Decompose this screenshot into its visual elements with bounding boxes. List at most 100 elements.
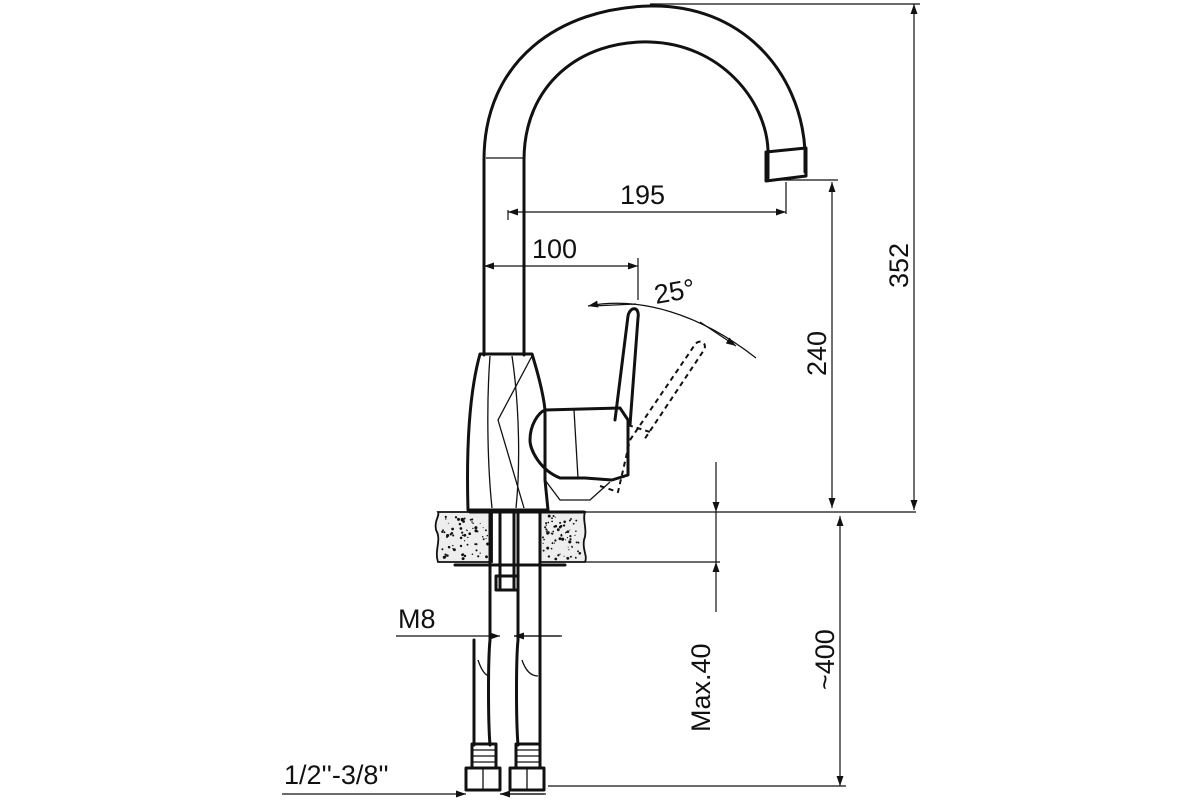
speckle xyxy=(568,540,572,544)
speckle xyxy=(545,530,547,533)
speckle xyxy=(552,530,555,533)
speckle xyxy=(441,548,444,551)
speckle xyxy=(479,522,481,524)
speckle xyxy=(551,517,553,520)
speckle xyxy=(545,528,548,531)
speckle xyxy=(547,514,551,518)
hose-right xyxy=(515,510,542,747)
speckle xyxy=(561,537,565,541)
speckle xyxy=(568,549,570,551)
speckle xyxy=(550,547,553,550)
speckle xyxy=(472,522,474,525)
speckle xyxy=(569,555,572,558)
speckle xyxy=(566,537,569,539)
speckle xyxy=(547,521,550,524)
speckle xyxy=(543,538,545,541)
speckle xyxy=(542,549,545,552)
speckle xyxy=(547,555,551,558)
speckle xyxy=(446,554,449,557)
dim-hose-length-label: ~400 xyxy=(810,629,840,690)
speckle xyxy=(546,531,550,535)
dim-lever-angle: 25° xyxy=(587,273,757,359)
speckle xyxy=(554,557,558,561)
speckle xyxy=(557,554,560,557)
spout xyxy=(482,4,807,357)
speckle xyxy=(461,557,465,561)
speckle xyxy=(563,555,565,557)
countertop-left xyxy=(434,511,493,563)
speckle xyxy=(465,529,467,531)
speckle xyxy=(569,529,571,531)
speckle xyxy=(556,528,560,532)
dim-stud-thread: M8 xyxy=(396,604,562,640)
speckle xyxy=(466,529,468,532)
speckle xyxy=(485,555,488,559)
cartridge-housing xyxy=(528,406,630,482)
speckle xyxy=(479,552,481,554)
speckle xyxy=(451,527,454,531)
speckle xyxy=(474,543,476,545)
speckle xyxy=(463,533,467,537)
speckle xyxy=(546,546,550,550)
speckle xyxy=(463,517,466,520)
lever-handle-rotated xyxy=(629,340,706,441)
speckle xyxy=(570,517,572,520)
speckle xyxy=(459,527,463,530)
speckle xyxy=(575,519,578,522)
speckle xyxy=(452,548,456,552)
speckle xyxy=(467,536,469,539)
speckle xyxy=(444,556,447,558)
speckle xyxy=(552,515,555,517)
speckle xyxy=(460,517,464,521)
speckle xyxy=(553,542,556,544)
dim-max-thickness-label: Max.40 xyxy=(686,643,716,732)
speckle xyxy=(486,542,489,546)
speckle xyxy=(443,531,446,534)
speckle xyxy=(569,534,572,538)
countertop xyxy=(434,510,587,567)
dim-spout-reach: 195 xyxy=(507,180,787,220)
dim-outlet-height-label: 240 xyxy=(802,331,832,376)
speckle xyxy=(554,516,556,518)
speckle xyxy=(447,522,449,524)
speckle xyxy=(452,544,454,547)
speckle xyxy=(565,539,567,541)
speckle xyxy=(461,534,464,537)
speckle xyxy=(459,544,463,548)
speckle xyxy=(457,517,460,521)
speckle xyxy=(475,543,478,546)
hose-left xyxy=(472,510,492,747)
supply-hoses xyxy=(464,510,546,792)
speckle xyxy=(563,520,566,524)
speckle xyxy=(477,555,480,558)
speckle xyxy=(566,556,570,560)
speckle xyxy=(554,539,557,542)
speckle xyxy=(572,522,575,525)
speckle xyxy=(566,530,570,534)
speckle xyxy=(471,521,473,523)
speckle xyxy=(569,538,572,541)
speckle xyxy=(545,524,547,526)
speckle xyxy=(471,518,474,521)
speckle xyxy=(447,545,451,549)
speckle xyxy=(551,542,554,545)
speckle xyxy=(442,529,444,532)
fitting-left xyxy=(464,742,502,792)
speckle xyxy=(474,526,478,530)
dim-hose-length: ~400 xyxy=(548,516,846,787)
speckle xyxy=(482,538,485,541)
dim-spout-reach-label: 195 xyxy=(620,180,665,210)
speckle xyxy=(454,516,458,519)
speckle xyxy=(474,529,478,533)
speckle xyxy=(546,529,548,532)
speckle xyxy=(482,527,484,529)
speckle xyxy=(441,530,444,533)
speckle xyxy=(484,529,487,532)
speckle xyxy=(461,531,464,534)
speckle xyxy=(545,522,548,525)
speckle xyxy=(463,540,466,542)
aerator xyxy=(764,146,808,183)
speckle xyxy=(562,524,566,527)
stud-nut xyxy=(494,574,520,592)
dim-connection-thread-label: 1/2''-3/8'' xyxy=(284,760,389,790)
